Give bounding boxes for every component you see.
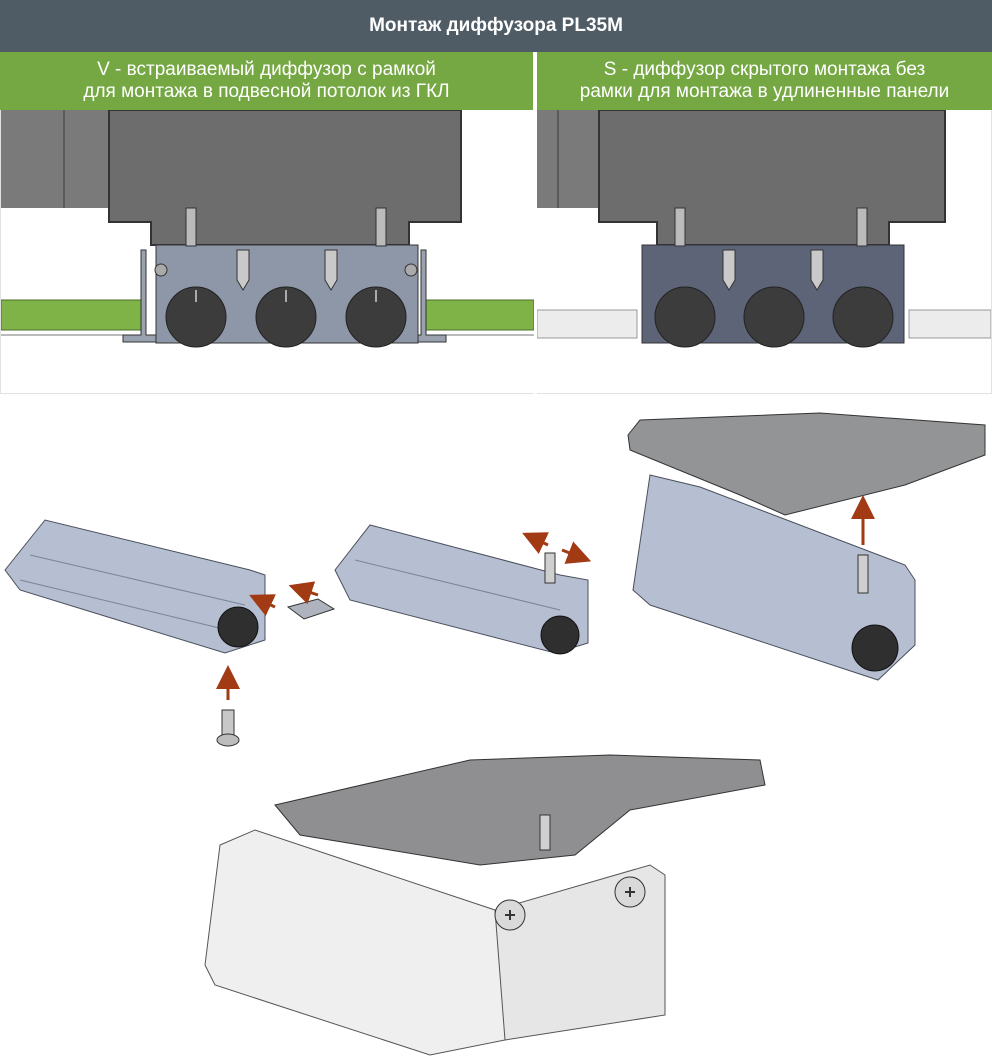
assembly-steps (4, 412, 986, 1056)
diffuser-housing (274, 754, 766, 866)
profile-2 (334, 524, 589, 654)
v-type-drawing (1, 110, 534, 348)
stud-right (856, 207, 868, 247)
screw-2 (324, 249, 338, 291)
stud-left (185, 207, 197, 247)
extended-panel-left (537, 309, 638, 339)
stud-left (674, 207, 686, 247)
arrow-left (522, 532, 549, 554)
arrow-slide (249, 594, 276, 616)
plenum-box (598, 110, 946, 246)
plenum-box (108, 110, 462, 246)
panel-top (627, 412, 986, 516)
roller-1 (165, 286, 227, 348)
end-cap-1 (217, 606, 259, 648)
end-cap-3 (851, 624, 899, 672)
profile-3 (632, 474, 916, 681)
duct-side-wall-left (1, 110, 111, 208)
screw-1 (236, 249, 250, 291)
column-header-v-line2: для монтажа в подвесной потолок из ГКЛ (83, 81, 450, 102)
extended-panel-right (908, 309, 991, 339)
screw-1 (722, 249, 736, 291)
roller-1 (654, 286, 716, 348)
roller-2 (255, 286, 317, 348)
step-1-insert-screw (4, 519, 336, 747)
step-2-slide-bolt (334, 524, 592, 655)
column-header-s-line1: S - диффузор скрытого монтажа без (603, 59, 926, 80)
column-divider (533, 52, 537, 395)
plasterboard-left (1, 299, 147, 331)
v-type-cross-section (0, 110, 534, 394)
stud-3 (857, 554, 869, 594)
roller-2 (743, 286, 805, 348)
step-4-assembled (204, 754, 766, 1056)
stud-2 (544, 552, 556, 584)
column-header-s-line2: рамки для монтажа в удлиненные панели (579, 81, 950, 102)
profile-body (204, 829, 506, 1056)
s-type-drawing (537, 110, 991, 348)
roller-3 (345, 286, 407, 348)
column-header-v-line1: V - встраиваемый диффузор с рамкой (97, 59, 436, 80)
step-3-attach-panel (627, 412, 986, 681)
end-cap-2 (540, 615, 580, 655)
duct-side-wall-left (537, 110, 599, 208)
s-type-cross-section (537, 110, 992, 394)
arrow-plate (288, 581, 319, 605)
plasterboard-right (425, 299, 534, 331)
arrow-right (561, 541, 592, 564)
nut-plate (286, 598, 336, 620)
screw-2 (810, 249, 824, 291)
column-header-v: V - встраиваемый диффузор с рамкой для м… (0, 52, 533, 110)
roller-3 (832, 286, 894, 348)
page-title: Монтаж диффузора PL35M (0, 0, 992, 52)
stud-right (375, 207, 387, 247)
profile-end (494, 864, 666, 1041)
column-header-s: S - диффузор скрытого монтажа без рамки … (537, 52, 992, 110)
stud-4 (539, 814, 551, 851)
